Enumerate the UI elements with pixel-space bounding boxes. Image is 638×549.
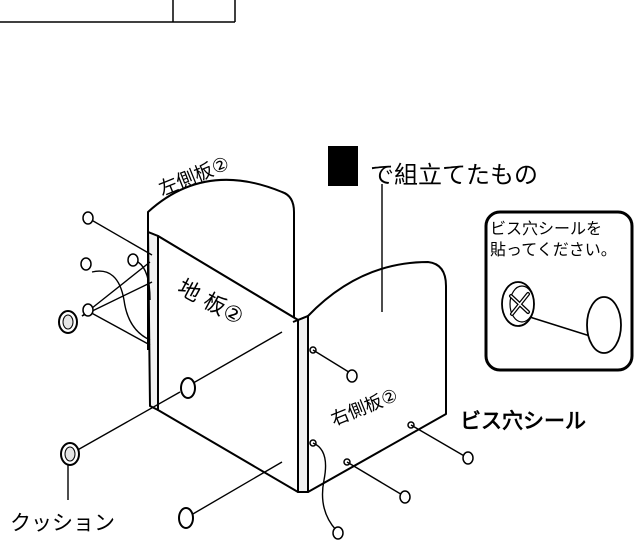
screw-hole-seal-label: ビス穴シール — [460, 409, 586, 433]
seal-callout-text: ビス穴シールを 貼ってください。 — [490, 218, 632, 260]
cushions — [58, 310, 196, 529]
callout-line-2: 貼ってください。 — [490, 240, 617, 259]
phillips-screw-icon — [501, 281, 535, 327]
seal-callout-box — [484, 210, 634, 372]
round-seal-icon — [586, 296, 622, 354]
right-side-board — [292, 261, 447, 493]
seal-discs — [80, 211, 474, 540]
step-number: 2 — [331, 148, 355, 188]
cushion-label: クッション — [10, 511, 115, 535]
bottom-board — [147, 231, 299, 493]
assembled-caption: で組立てたもの — [370, 161, 538, 189]
callout-line-1: ビス穴シールを — [490, 219, 603, 238]
seal-leaders — [67, 184, 467, 531]
step-badge: 2 — [328, 146, 358, 188]
table-fragment — [0, 0, 236, 23]
